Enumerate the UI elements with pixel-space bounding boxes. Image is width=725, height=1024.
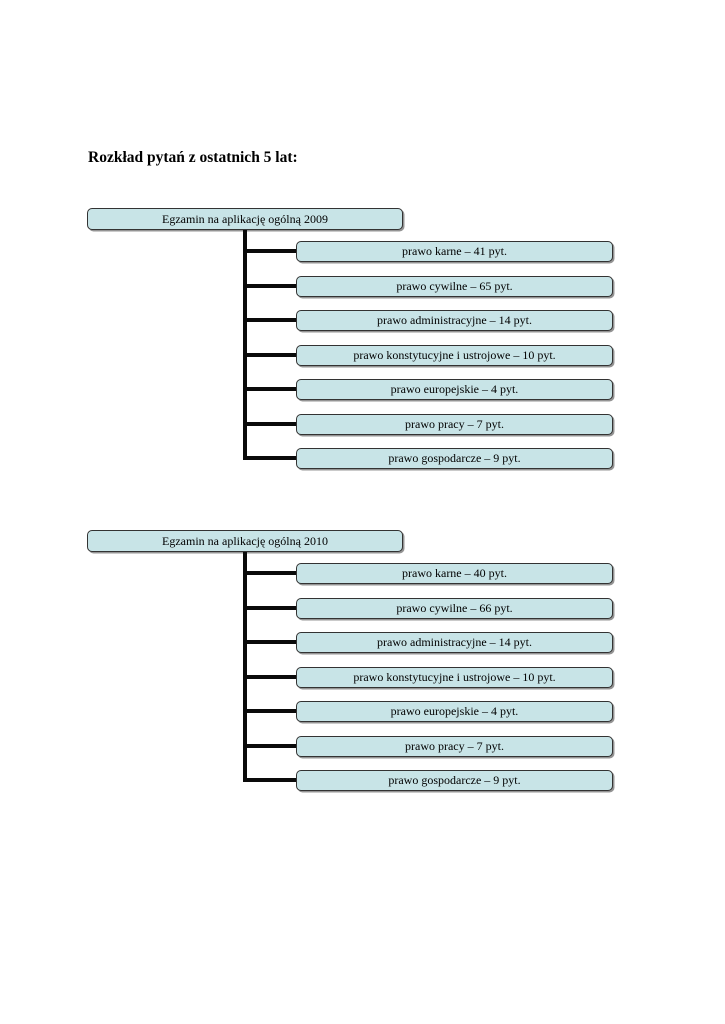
diagram-child-node: prawo pracy – 7 pyt. xyxy=(296,413,613,435)
child-node-label: prawo pracy – 7 pyt. xyxy=(405,738,504,753)
connector-branch-line xyxy=(243,283,299,288)
diagram-child-row: prawo pracy – 7 pyt. xyxy=(87,735,615,758)
diagram-child-node: prawo karne – 41 pyt. xyxy=(296,241,613,262)
child-node-label: prawo gospodarcze – 9 pyt. xyxy=(388,773,521,787)
connector-branch-line xyxy=(243,674,299,679)
diagram-child-row: prawo karne – 40 pyt. xyxy=(87,563,615,585)
child-node-label: prawo konstytucyjne i ustrojowe – 10 pyt… xyxy=(353,669,556,684)
org-diagram-2: Egzamin na aplikację ogólną 2010 prawo k… xyxy=(87,530,615,794)
diagram-child-row: prawo europejskie – 4 pyt. xyxy=(87,379,615,401)
child-node-label: prawo cywilne – 65 pyt. xyxy=(396,278,513,293)
child-node-label: prawo konstytucyjne i ustrojowe – 10 pyt… xyxy=(353,347,556,362)
child-node-label: prawo administracyjne – 14 pyt. xyxy=(377,635,532,649)
diagram-child-node: prawo europejskie – 4 pyt. xyxy=(296,379,613,400)
diagram-child-node: prawo cywilne – 66 pyt. xyxy=(296,597,613,619)
connector-branch-line xyxy=(243,571,299,575)
diagram-child-row: prawo cywilne – 65 pyt. xyxy=(87,275,615,298)
diagram-child-node: prawo gospodarcze – 9 pyt. xyxy=(296,448,613,469)
diagram-child-row: prawo administracyjne – 14 pyt. xyxy=(87,310,615,332)
diagram-child-row: prawo konstytucyjne i ustrojowe – 10 pyt… xyxy=(87,344,615,367)
diagram-child-row: prawo konstytucyjne i ustrojowe – 10 pyt… xyxy=(87,666,615,689)
diagram-child-row: prawo cywilne – 66 pyt. xyxy=(87,597,615,620)
connector-branch-line xyxy=(243,352,299,357)
child-node-label: prawo cywilne – 66 pyt. xyxy=(396,600,513,615)
root-node-label: Egzamin na aplikację ogólną 2010 xyxy=(162,533,328,548)
child-node-label: prawo karne – 40 pyt. xyxy=(402,566,507,580)
connector-branch-line xyxy=(243,778,299,782)
diagram-child-node: prawo cywilne – 65 pyt. xyxy=(296,275,613,297)
diagram-child-row: prawo administracyjne – 14 pyt. xyxy=(87,632,615,654)
diagram-child-row: prawo gospodarcze – 9 pyt. xyxy=(87,448,615,470)
connector-branch-line xyxy=(243,743,299,748)
diagram-child-row: prawo karne – 41 pyt. xyxy=(87,241,615,263)
diagram-child-row: prawo gospodarcze – 9 pyt. xyxy=(87,770,615,792)
diagram-child-node: prawo gospodarcze – 9 pyt. xyxy=(296,770,613,791)
child-node-label: prawo gospodarcze – 9 pyt. xyxy=(388,451,521,465)
diagram-child-node: prawo administracyjne – 14 pyt. xyxy=(296,632,613,653)
diagram-child-node: prawo konstytucyjne i ustrojowe – 10 pyt… xyxy=(296,666,613,688)
child-node-label: prawo administracyjne – 14 pyt. xyxy=(377,313,532,327)
diagram-root-node: Egzamin na aplikację ogólną 2010 xyxy=(87,530,403,552)
child-node-label: prawo europejskie – 4 pyt. xyxy=(390,382,519,396)
org-diagram-1: Egzamin na aplikację ogólną 2009 prawo k… xyxy=(87,208,615,472)
root-node-label: Egzamin na aplikację ogólną 2009 xyxy=(162,211,328,226)
child-node-label: prawo karne – 41 pyt. xyxy=(402,244,507,258)
connector-branch-line xyxy=(243,456,299,460)
child-node-label: prawo europejskie – 4 pyt. xyxy=(390,704,519,718)
diagram-root-node: Egzamin na aplikację ogólną 2009 xyxy=(87,208,403,230)
connector-branch-line xyxy=(243,318,299,322)
connector-branch-line xyxy=(243,605,299,610)
diagram-child-node: prawo europejskie – 4 pyt. xyxy=(296,701,613,722)
connector-branch-line xyxy=(243,421,299,426)
connector-trunk-line xyxy=(243,230,247,460)
diagram-child-row: prawo europejskie – 4 pyt. xyxy=(87,701,615,723)
connector-branch-line xyxy=(243,709,299,713)
connector-branch-line xyxy=(243,640,299,644)
page-title: Rozkład pytań z ostatnich 5 lat: xyxy=(88,149,298,166)
diagram-child-node: prawo konstytucyjne i ustrojowe – 10 pyt… xyxy=(296,344,613,366)
diagram-child-node: prawo administracyjne – 14 pyt. xyxy=(296,310,613,331)
child-node-label: prawo pracy – 7 pyt. xyxy=(405,416,504,431)
connector-branch-line xyxy=(243,249,299,253)
diagram-child-node: prawo pracy – 7 pyt. xyxy=(296,735,613,757)
connector-trunk-line xyxy=(243,552,247,782)
connector-branch-line xyxy=(243,387,299,391)
diagram-child-node: prawo karne – 40 pyt. xyxy=(296,563,613,584)
diagram-child-row: prawo pracy – 7 pyt. xyxy=(87,413,615,436)
